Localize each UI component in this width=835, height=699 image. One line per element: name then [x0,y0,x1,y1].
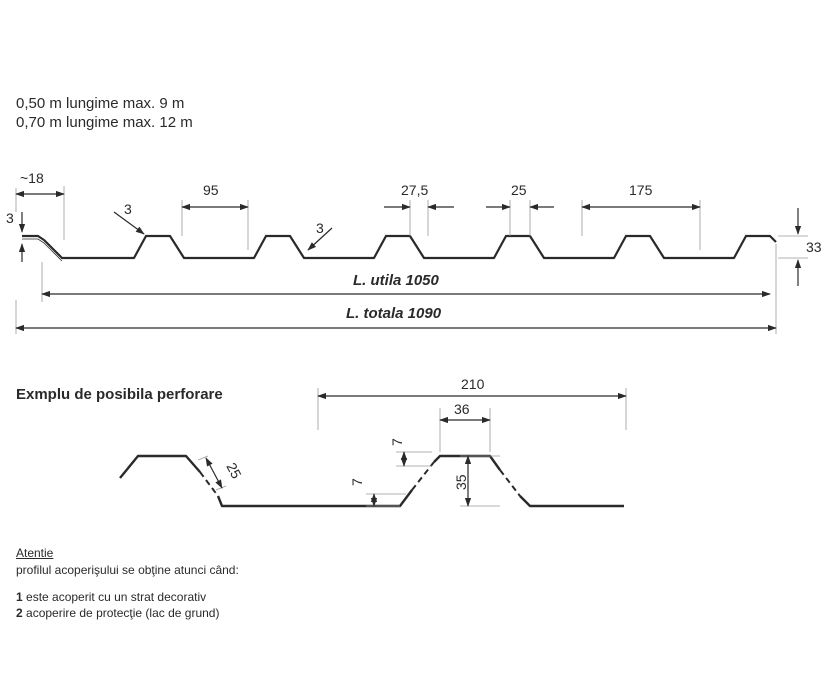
notes-item-2-number: 2 [16,606,23,620]
useful-length-label: L. utila 1050 [353,272,440,289]
perf-width-label: 210 [461,376,485,392]
length-spec-line-2: 0,70 m lungime max. 12 m [16,114,193,131]
perf-edge-1-label: 7 [389,438,405,446]
dim-rib-top-label: 95 [203,182,219,198]
length-spec-line-1: 0,50 m lungime max. 9 m [16,95,185,112]
notes-title: Atentie [16,546,54,560]
notes-item-2: 2 acoperire de protecţie (lac de grund) [16,605,219,621]
notes-item-2-text: acoperire de protecţie (lac de grund) [22,606,220,620]
total-length-label: L. totala 1090 [346,305,442,322]
notes-intro: profilul acoperişului se obţine atunci c… [16,563,239,577]
dim-left-flange-label: ~18 [20,170,44,186]
notes-item-1-text: este acoperit cu un strat decorativ [22,590,207,604]
perforation-extension-lines [197,388,627,507]
notes-item-1-number: 1 [16,590,23,604]
dim-radius-1-label: 3 [124,201,132,217]
perforation-title: Exmplu de posibila perforare [16,386,223,403]
perf-height-label: 35 [453,474,469,490]
perf-top-label: 36 [454,401,470,417]
dim-line-perf-slant [205,457,223,489]
dim-left-height-label: 3 [6,210,14,226]
perforation-profile [119,454,624,508]
dim-line-radius-1 [113,211,145,235]
dim-valley-label: 25 [511,182,527,198]
notes-item-1: 1 este acoperit cu un strat decorativ [16,589,206,605]
dim-radius-2-label: 3 [316,220,324,236]
perf-slant-label: 25 [223,460,245,481]
roof-profile [22,234,777,262]
perf-edge-2-label: 7 [349,478,365,486]
dim-height-label: 33 [806,239,822,255]
dim-crest-label: 27,5 [401,182,428,198]
dim-pitch-label: 175 [629,182,653,198]
dim-line-radius-2 [307,227,333,251]
